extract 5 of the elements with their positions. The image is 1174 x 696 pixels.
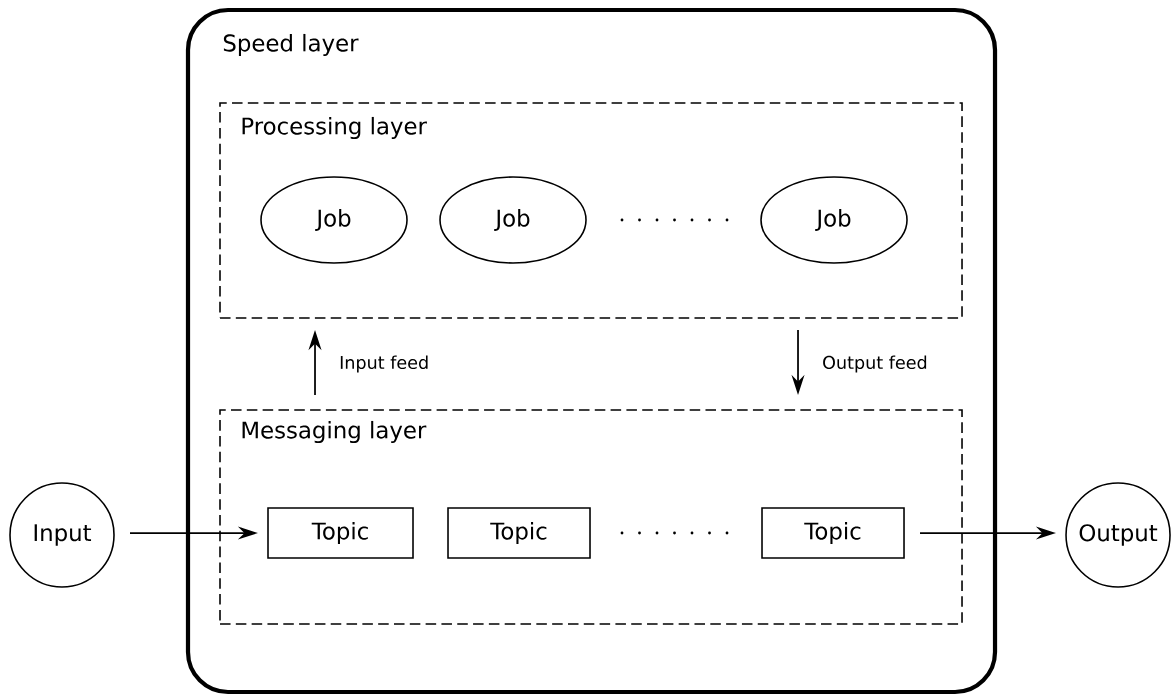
edge-label: Output feed <box>820 353 930 375</box>
topic-box: Topic <box>447 507 591 559</box>
topic-box: Topic <box>267 507 414 559</box>
topic-box: Topic <box>761 507 905 559</box>
edge-label: Input feed <box>337 353 431 375</box>
